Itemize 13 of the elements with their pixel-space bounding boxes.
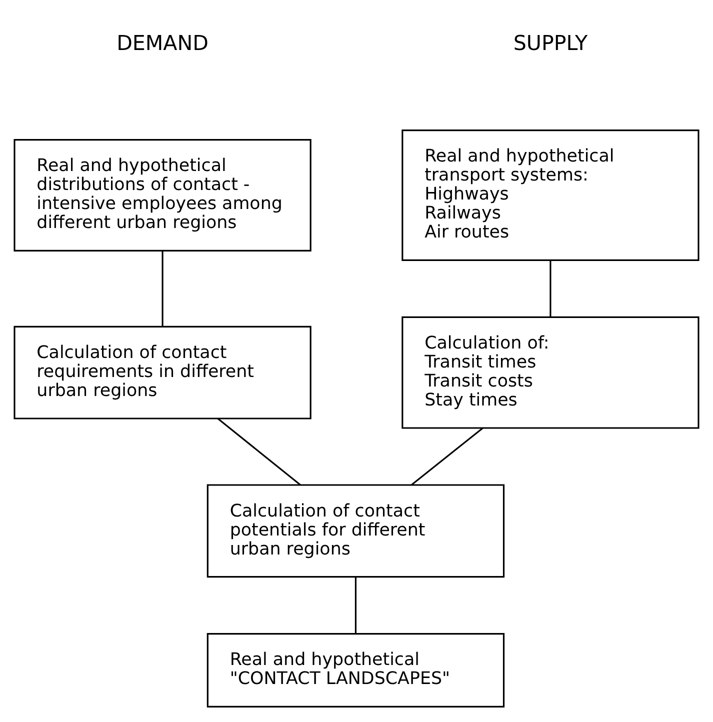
node-box: Real and hypothetical distributions of contact - intensive employees among different urban regions xyxy=(14,138,312,251)
node-box: Real and hypothetical "CONTACT LANDSCAPES" xyxy=(206,632,505,707)
label: SUPPLY xyxy=(513,30,588,55)
connector xyxy=(217,418,301,485)
node-box: Real and hypothetical transport systems: Highways Railways Air routes xyxy=(402,129,700,260)
connector xyxy=(550,260,552,317)
label: DEMAND xyxy=(116,30,209,55)
connector xyxy=(162,250,164,326)
connector xyxy=(411,426,484,485)
connector xyxy=(354,576,356,633)
node-box: Calculation of: Transit times Transit costs Stay times xyxy=(402,316,700,428)
node-box: Calculation of contact potentials for different urban regions xyxy=(206,484,505,578)
node-box: Calculation of contact requirements in different urban regions xyxy=(14,325,312,419)
